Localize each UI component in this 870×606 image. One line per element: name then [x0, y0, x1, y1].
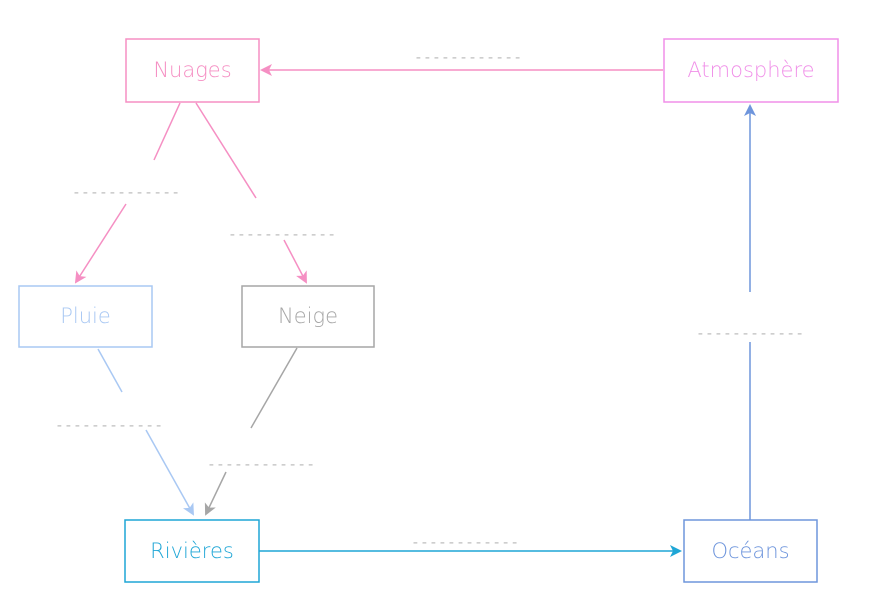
edge-label-atmosphere-to-nuages: ------------ [414, 48, 522, 66]
edge-neige-to-rivieres [204, 347, 298, 516]
node-rivieres: Rivières [124, 519, 260, 583]
node-oceans-label: Océans [711, 539, 789, 563]
edge-label-nuages-to-pluie: ------------ [72, 183, 180, 201]
edge-nuages-to-pluie [74, 102, 181, 284]
edge-label-nuages-to-neige: ------------ [228, 225, 336, 243]
edge-nuages-to-neige [195, 102, 307, 284]
node-nuages-label: Nuages [153, 58, 231, 82]
node-atmosphere-label: Atmosphère [687, 58, 814, 82]
node-nuages: Nuages [125, 38, 260, 103]
node-pluie: Pluie [18, 285, 153, 348]
node-atmosphere: Atmosphère [663, 38, 839, 103]
edge-label-pluie-to-rivieres: ------------ [55, 416, 163, 434]
node-oceans: Océans [683, 519, 818, 583]
edge-pluie-to-rivieres [97, 348, 194, 516]
edge-label-oceans-to-atmosphere: ------------ [696, 324, 804, 342]
edge-label-neige-to-rivieres: ------------ [207, 455, 315, 473]
node-rivieres-label: Rivières [150, 539, 234, 563]
node-pluie-label: Pluie [60, 304, 111, 328]
edge-label-rivieres-to-oceans: ------------ [411, 533, 519, 551]
node-neige-label: Neige [278, 304, 338, 328]
node-neige: Neige [241, 285, 375, 348]
